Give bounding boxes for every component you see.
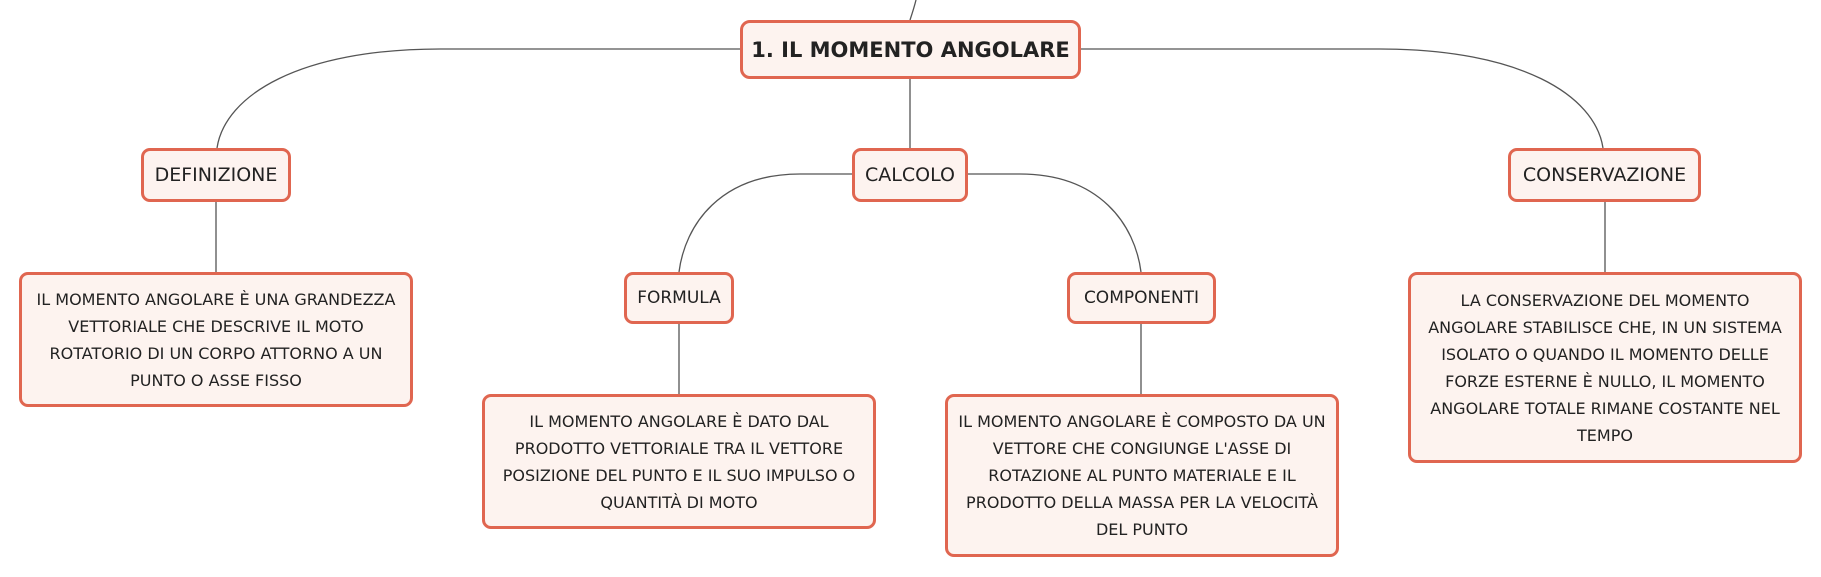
connector-root-to-conservazione bbox=[1081, 48, 1604, 149]
node-conservazione[interactable]: CONSERVAZIONE bbox=[1508, 148, 1701, 202]
node-formula-label: FORMULA bbox=[637, 288, 721, 308]
node-conservazione-detail[interactable]: LA CONSERVAZIONE DEL MOMENTO ANGOLARE ST… bbox=[1408, 272, 1802, 463]
node-formula[interactable]: FORMULA bbox=[624, 272, 734, 324]
node-componenti-label: COMPONENTI bbox=[1083, 288, 1200, 308]
node-definizione-detail[interactable]: IL MOMENTO ANGOLARE È UNA GRANDEZZA VETT… bbox=[19, 272, 413, 407]
node-formula-detail-text: IL MOMENTO ANGOLARE È DATO DAL PRODOTTO … bbox=[502, 411, 856, 512]
node-calcolo[interactable]: CALCOLO bbox=[852, 148, 968, 202]
node-definizione[interactable]: DEFINIZIONE bbox=[141, 148, 291, 202]
root-node[interactable]: 1. IL MOMENTO ANGOLARE bbox=[740, 20, 1081, 79]
node-calcolo-label: CALCOLO bbox=[865, 164, 955, 186]
node-definizione-label: DEFINIZIONE bbox=[154, 164, 278, 186]
node-formula-detail[interactable]: IL MOMENTO ANGOLARE È DATO DAL PRODOTTO … bbox=[482, 394, 876, 529]
node-definizione-detail-text: IL MOMENTO ANGOLARE È UNA GRANDEZZA VETT… bbox=[36, 289, 396, 390]
node-conservazione-detail-text: LA CONSERVAZIONE DEL MOMENTO ANGOLARE ST… bbox=[1428, 290, 1782, 445]
node-componenti-detail-text: IL MOMENTO ANGOLARE È COMPOSTO DA UN VET… bbox=[958, 412, 1326, 539]
node-componenti[interactable]: COMPONENTI bbox=[1067, 272, 1216, 324]
connector-calcolo-to-formula bbox=[678, 173, 852, 273]
node-componenti-detail[interactable]: IL MOMENTO ANGOLARE È COMPOSTO DA UN VET… bbox=[945, 394, 1339, 557]
root-node-label: 1. IL MOMENTO ANGOLARE bbox=[751, 37, 1070, 62]
connector-root-to-definizione bbox=[216, 48, 740, 149]
connector-calcolo-to-componenti bbox=[968, 173, 1142, 273]
node-conservazione-label: CONSERVAZIONE bbox=[1522, 164, 1687, 186]
connector-parent-to-root bbox=[909, 0, 917, 21]
